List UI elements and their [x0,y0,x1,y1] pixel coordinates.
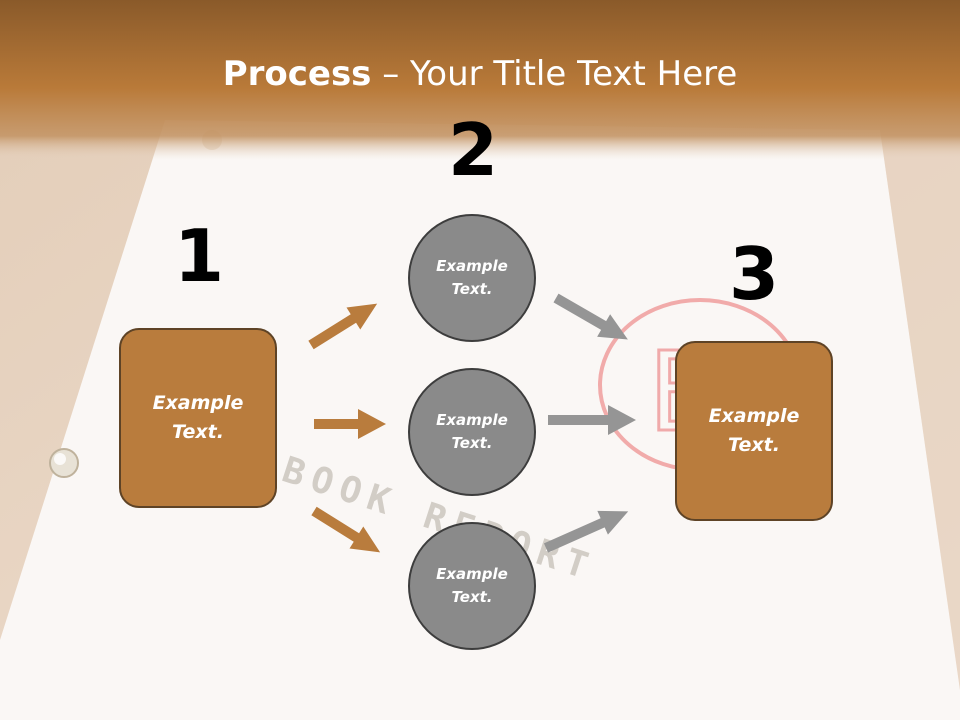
circle-bottom-text: Example Text. [436,565,508,606]
step-1-text: Example Text. [152,392,244,443]
step-1-box: Example Text. [119,328,277,508]
page-title: Process – Your Title Text Here [0,52,960,96]
circle-top-text: Example Text. [436,257,508,298]
step-number-3: 3 [728,232,780,316]
step-number-1: 1 [173,214,225,298]
step-3-text: Example Text. [708,405,800,456]
circle-middle-text: Example Text. [436,411,508,452]
step-2-circle-top: Example Text. [408,214,536,342]
step-number-2: 2 [447,108,499,192]
step-2-circle-bottom: Example Text. [408,522,536,650]
title-bold: Process [222,54,372,94]
step-2-circle-middle: Example Text. [408,368,536,496]
title-rest: – Your Title Text Here [371,54,738,94]
step-3-box: Example Text. [675,341,833,521]
